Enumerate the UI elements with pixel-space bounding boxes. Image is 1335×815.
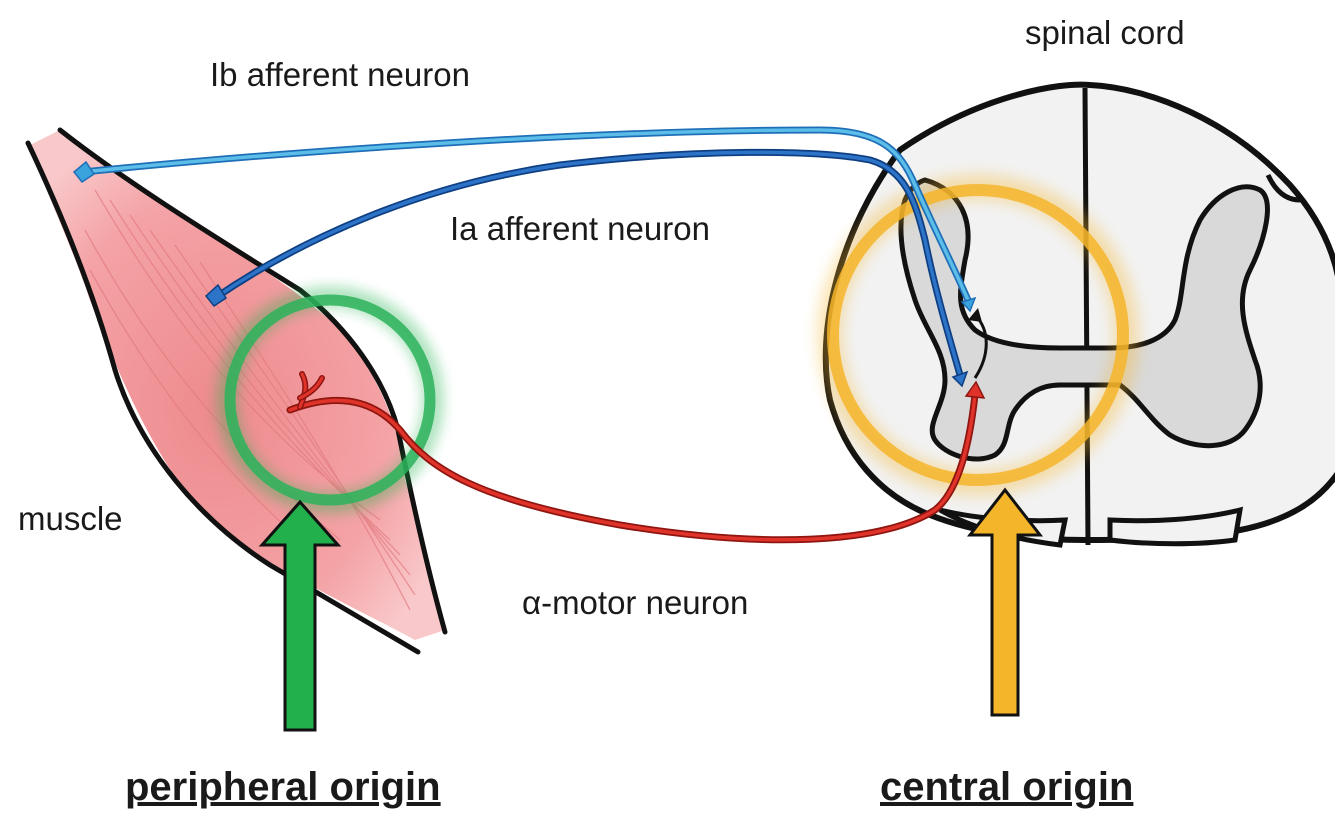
ia-afferent-label: Ia afferent neuron [450, 210, 710, 247]
spinal-cord-label: spinal cord [1025, 14, 1185, 51]
central-origin-label: central origin [880, 765, 1133, 809]
central-arrow [970, 490, 1040, 715]
motor-neuron-label: α-motor neuron [522, 584, 748, 621]
peripheral-origin-label: peripheral origin [125, 765, 441, 809]
peripheral-arrow [262, 502, 338, 730]
ib-afferent-label: Ib afferent neuron [210, 56, 470, 93]
muscle-label: muscle [18, 500, 123, 537]
